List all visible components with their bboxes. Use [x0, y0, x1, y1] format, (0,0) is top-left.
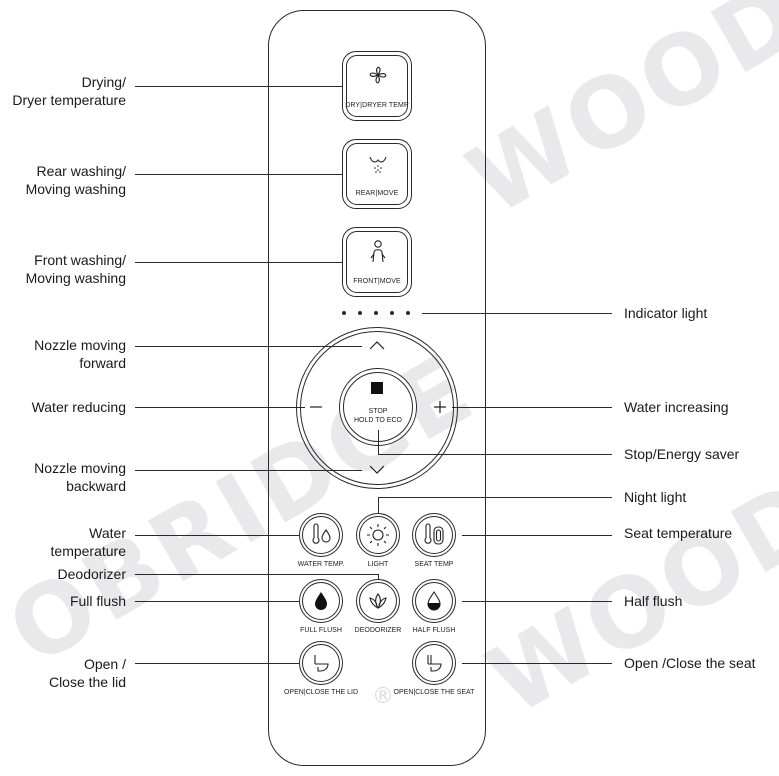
full-drop-icon — [315, 592, 327, 610]
indicator-light-4 — [390, 311, 394, 315]
leader-water-reducing — [135, 407, 305, 408]
nozzle-forward-chevron-icon[interactable] — [369, 340, 385, 350]
leader-night-light-drop — [378, 497, 379, 513]
stop-button[interactable] — [339, 368, 417, 446]
person-icon — [370, 240, 386, 263]
registered-mark: ® — [372, 684, 394, 709]
hold-to-eco-label: HOLD TO ECO — [354, 417, 402, 424]
indicator-light-2 — [358, 311, 362, 315]
leader-stop-drop — [378, 430, 379, 454]
leader-rear — [135, 174, 342, 175]
dry-button-label: DRY|DRYER TEMP — [345, 102, 409, 109]
deodorizer-button[interactable] — [356, 579, 400, 623]
leader-open-lid — [135, 663, 299, 664]
annotation-open-lid: Open /Close the lid — [48, 656, 126, 690]
rear-wash-button-label: REAR|MOVE — [355, 190, 399, 197]
indicator-light-1 — [342, 311, 346, 315]
deodorizer-label: DEODORIZER — [354, 627, 402, 634]
annotation-front-washing: Front washing/Moving washing — [25, 252, 126, 286]
thermometer-drop-icon — [312, 523, 331, 544]
thermometer-seat-icon — [424, 523, 444, 545]
remote-body — [268, 10, 486, 766]
water-temp-label: WATER TEMP. — [297, 561, 345, 568]
leader-nozzle-backward — [135, 470, 362, 471]
leader-deodorizer — [135, 574, 378, 575]
annotation-stop-energy-saver: Stop/Energy saver — [624, 446, 740, 462]
leader-open-seat — [462, 663, 612, 664]
front-wash-button-label: FRONT|MOVE — [353, 278, 401, 285]
annotation-drying: Drying/Dryer temperature — [12, 74, 126, 108]
leader-full-flush — [135, 601, 299, 602]
full-flush-button[interactable] — [299, 579, 343, 623]
open-close-seat-button[interactable] — [412, 641, 456, 685]
rear-wash-button[interactable]: REAR|MOVE — [342, 139, 412, 209]
leader-front — [135, 262, 342, 263]
light-label: LIGHT — [367, 561, 389, 568]
leader-nozzle-forward — [135, 346, 362, 347]
annotation-full-flush: Full flush — [69, 593, 126, 609]
dry-button[interactable]: DRY|DRYER TEMP — [342, 51, 412, 121]
watermark-top: WOOD — [450, 0, 779, 237]
fan-icon — [369, 66, 387, 84]
open-close-seat-label: OPEN|CLOSE THE SEAT — [393, 689, 475, 696]
open-close-lid-label: OPEN|CLOSE THE LID — [283, 689, 359, 696]
annotation-water-increasing: Water increasing — [624, 399, 729, 415]
annotation-night-light: Night light — [624, 489, 687, 505]
rear-wash-icon — [369, 156, 387, 173]
minus-icon[interactable] — [309, 400, 323, 414]
open-close-lid-button[interactable] — [299, 641, 343, 685]
leader-stop — [378, 454, 612, 455]
toilet-lid-icon — [314, 655, 329, 672]
stop-square-icon — [371, 382, 383, 394]
toilet-seat-icon — [427, 655, 442, 672]
direction-dial[interactable] — [296, 327, 458, 489]
front-wash-button[interactable]: FRONT|MOVE — [342, 227, 412, 297]
leader-drying — [135, 86, 342, 87]
sun-icon — [367, 524, 389, 546]
half-flush-button[interactable] — [412, 579, 456, 623]
water-temp-button[interactable] — [299, 513, 343, 557]
lotus-icon — [369, 593, 387, 610]
indicator-light-3 — [374, 311, 378, 315]
half-flush-label: HALF FLUSH — [412, 627, 456, 634]
plus-icon[interactable] — [433, 400, 447, 414]
leader-water-increasing — [452, 407, 612, 408]
nozzle-backward-chevron-icon[interactable] — [369, 465, 385, 475]
leader-seat-temp — [462, 535, 612, 536]
seat-temp-label: SEAT TEMP — [414, 561, 454, 568]
annotation-half-flush: Half flush — [624, 593, 683, 609]
leader-water-temp — [135, 535, 299, 536]
stop-label: STOP — [368, 408, 388, 415]
half-drop-icon — [427, 591, 441, 611]
annotation-rear-washing: Rear washing/Moving washing — [25, 163, 126, 197]
leader-deodorizer-drop — [378, 574, 379, 579]
annotation-indicator-light: Indicator light — [624, 305, 708, 321]
leader-indicator — [422, 313, 612, 314]
full-flush-label: FULL FLUSH — [300, 627, 342, 634]
annotation-deodorizer: Deodorizer — [57, 566, 126, 582]
annotation-seat-temperature: Seat temperature — [624, 525, 733, 541]
indicator-light-5 — [406, 311, 410, 315]
seat-temp-button[interactable] — [412, 513, 456, 557]
annotation-open-close-seat: Open /Close the seat — [624, 655, 756, 671]
light-button[interactable] — [356, 513, 400, 557]
annotation-water-reducing: Water reducing — [31, 399, 126, 415]
leader-half-flush — [462, 601, 612, 602]
leader-night-light — [378, 497, 612, 498]
